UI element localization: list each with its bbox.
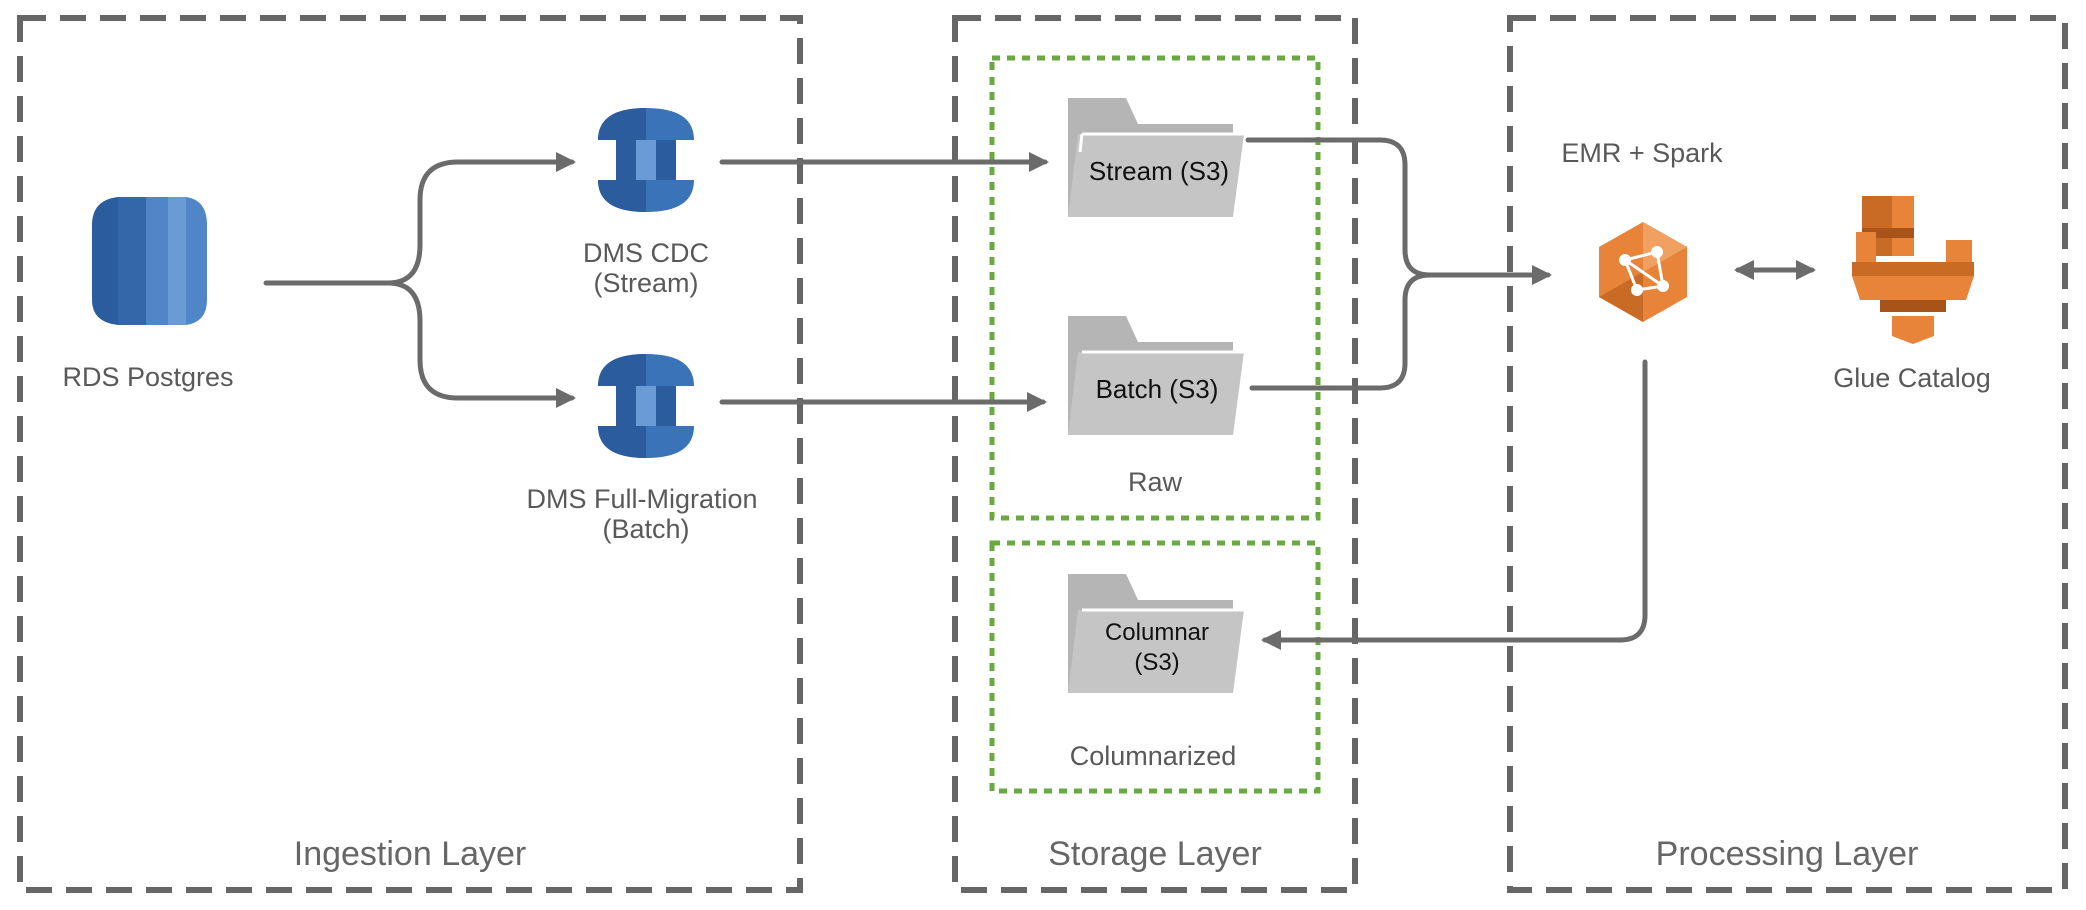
glue-catalog-icon <box>1852 196 1974 344</box>
arrow-emr-to-columnar <box>1261 359 1648 650</box>
dms-full-label-line1: DMS Full-Migration <box>526 484 757 514</box>
storage-layer-title: Storage Layer <box>1048 835 1262 873</box>
ingestion-layer-box <box>17 15 803 893</box>
batch-s3-label: Batch (S3) <box>1096 374 1219 404</box>
columnar-s3-label-line2: (S3) <box>1134 649 1179 676</box>
processing-layer-box <box>1507 15 2068 893</box>
dms-cdc-label-line2: (Stream) <box>593 268 698 298</box>
dms-full-label-line2: (Batch) <box>602 514 689 544</box>
arrow-stream-to-merge <box>1245 137 1433 278</box>
arrow-to-dms-full <box>385 280 576 408</box>
stream-s3-label: Stream (S3) <box>1089 156 1229 186</box>
ingestion-layer-title: Ingestion Layer <box>294 835 527 873</box>
columnarized-group-label: Columnarized <box>1070 741 1237 771</box>
folder-icon <box>1068 98 1244 217</box>
arrow-to-dms-cdc <box>385 152 576 286</box>
emr-label: EMR + Spark <box>1561 138 1723 168</box>
storage-layer-box <box>952 15 1358 893</box>
database-migration-icon <box>598 354 694 458</box>
columnarized-group-box <box>989 540 1321 794</box>
glue-label: Glue Catalog <box>1833 363 1991 393</box>
folder-icon <box>1068 574 1244 693</box>
processing-layer-title: Processing Layer <box>1656 835 1919 873</box>
columnar-s3-label-line1: Columnar <box>1105 619 1209 646</box>
folder-icon <box>1068 316 1244 435</box>
emr-cluster-icon <box>1599 222 1687 322</box>
dms-cdc-label-line1: DMS CDC <box>583 238 709 268</box>
rds-label: RDS Postgres <box>62 362 233 392</box>
connectors <box>263 137 1816 650</box>
database-migration-icon <box>598 108 694 212</box>
raw-group-label: Raw <box>1128 467 1183 497</box>
database-icon <box>92 197 207 325</box>
arrow-batch-to-merge <box>1249 272 1433 391</box>
raw-group-box <box>989 55 1321 521</box>
